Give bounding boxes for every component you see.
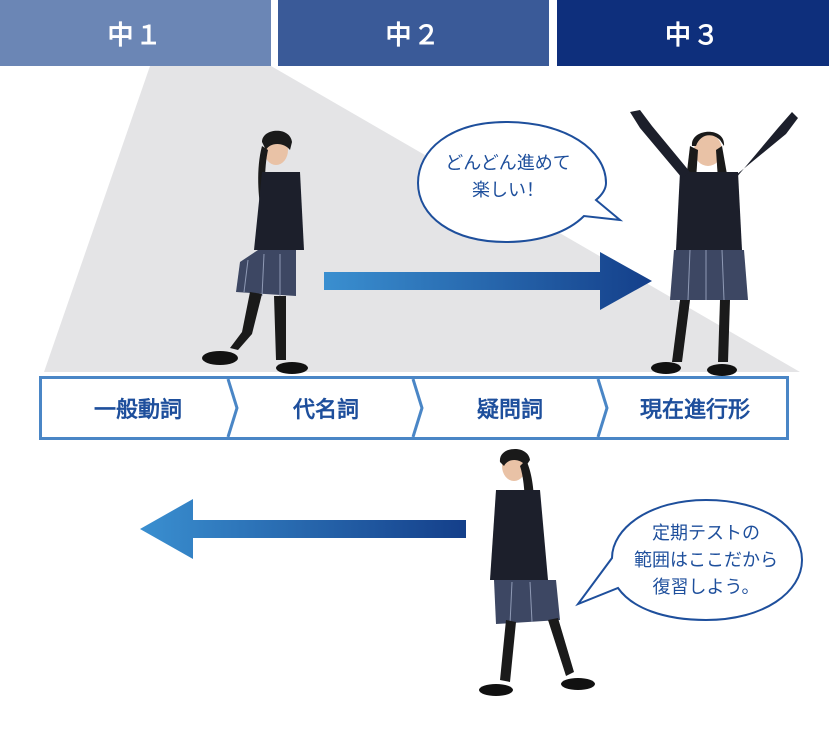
tab-grade-2[interactable]: 中２ — [278, 0, 549, 66]
step-pronoun[interactable]: 代名詞 — [292, 398, 359, 423]
tab-grade-1[interactable]: 中１ — [0, 0, 271, 66]
review-arrow — [140, 499, 466, 559]
step-present-progressive[interactable]: 現在進行形 — [639, 398, 750, 423]
speech-bubble-forward — [416, 120, 624, 244]
student-cheering-icon — [630, 110, 798, 376]
student-returning-icon — [479, 448, 595, 696]
step-general-verb[interactable]: 一般動詞 — [93, 398, 182, 423]
tab-grade-3[interactable]: 中３ — [557, 0, 829, 66]
step-interrogative[interactable]: 疑問詞 — [476, 398, 543, 423]
bubble-review-text: 定期テストの範囲はここだから復習しよう。 — [634, 523, 778, 598]
step-bar — [39, 376, 789, 440]
bubble-forward-text: どんどん進めて楽しい！ — [445, 153, 571, 201]
student-walking-icon — [202, 130, 308, 374]
forward-arrow — [324, 252, 652, 310]
speech-bubble-review — [575, 498, 804, 622]
